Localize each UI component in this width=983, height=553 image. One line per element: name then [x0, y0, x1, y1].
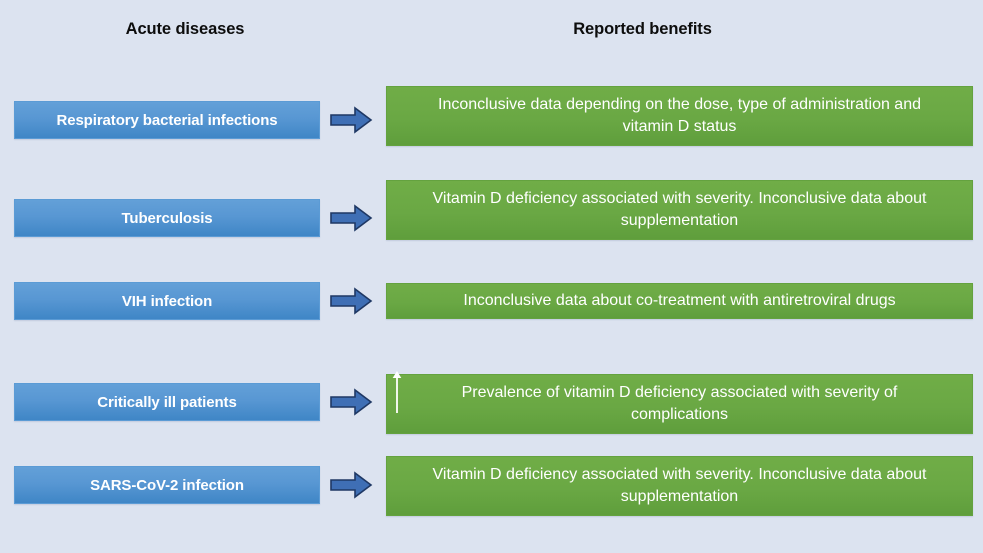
right-arrow-icon [329, 286, 373, 316]
disease-box-sars-cov-2-infection[interactable]: SARS-CoV-2 infection [14, 466, 320, 504]
right-arrow-icon [329, 105, 373, 135]
benefit-box-tuberculosis[interactable]: Vitamin D deficiency associated with sev… [386, 180, 973, 240]
disease-box-tuberculosis[interactable]: Tuberculosis [14, 199, 320, 237]
right-arrow-icon [329, 470, 373, 500]
benefit-box-sars-cov-2-infection[interactable]: Vitamin D deficiency associated with sev… [386, 456, 973, 516]
column-header-acute-diseases: Acute diseases [125, 20, 245, 38]
benefit-box-respiratory-bacterial-infections[interactable]: Inconclusive data depending on the dose,… [386, 86, 973, 146]
disease-box-vih-infection[interactable]: VIH infection [14, 282, 320, 320]
benefit-box-vih-infection[interactable]: Inconclusive data about co-treatment wit… [386, 283, 973, 319]
right-arrow-icon [329, 203, 373, 233]
disease-box-respiratory-bacterial-infections[interactable]: Respiratory bacterial infections [14, 101, 320, 139]
benefit-box-critically-ill-patients[interactable]: Prevalence of vitamin D deficiency assoc… [386, 374, 973, 434]
column-header-reported-benefits: Reported benefits [573, 20, 712, 38]
right-arrow-icon [329, 387, 373, 417]
disease-box-critically-ill-patients[interactable]: Critically ill patients [14, 383, 320, 421]
